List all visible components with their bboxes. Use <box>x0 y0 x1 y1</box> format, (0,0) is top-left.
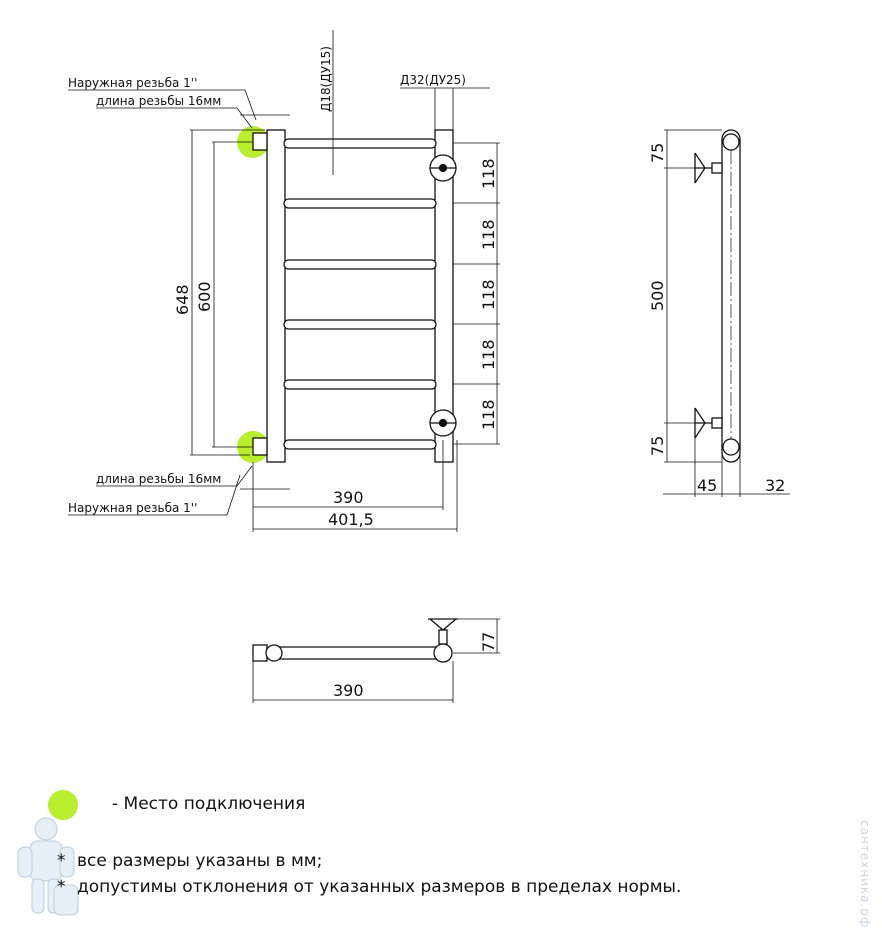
rung <box>283 319 437 330</box>
dim-spacing-2: 118 <box>479 219 498 250</box>
pipe-d18-label: Д18(ДУ15) <box>319 46 333 112</box>
dim-width-390: 390 <box>333 488 364 507</box>
dim-600: 600 <box>195 281 214 312</box>
side-mount-top <box>694 152 723 184</box>
rungs <box>283 138 437 450</box>
legend-connection-text: - Место подключения <box>112 794 306 814</box>
plumber-mascot-icon <box>17 817 79 916</box>
note-2: допустимы отклонения от указанных размер… <box>77 877 682 897</box>
dim-spacing-3: 118 <box>479 279 498 310</box>
dim-bottom-390: 390 <box>333 681 364 700</box>
rung <box>283 379 437 390</box>
thread-length-top-label: длина резьбы 16мм <box>96 94 221 108</box>
top-view <box>252 618 500 703</box>
thread-length-bottom-label: длина резьбы 16мм <box>96 472 221 486</box>
rung <box>283 259 437 270</box>
dim-spacing-5: 118 <box>479 399 498 430</box>
top-connector <box>252 644 268 662</box>
note-bullet-1: * <box>57 851 66 871</box>
dim-width-4015: 401,5 <box>328 510 374 529</box>
rung <box>283 198 437 209</box>
left-post <box>266 129 286 463</box>
thread-connector-top <box>252 132 268 151</box>
dim-side-75-top: 75 <box>648 143 667 163</box>
dim-side-500: 500 <box>648 280 667 311</box>
rung <box>283 138 437 149</box>
dim-648: 648 <box>173 284 192 315</box>
top-mount <box>428 618 458 645</box>
rung-spacing-dims <box>453 142 500 445</box>
front-view <box>68 30 500 532</box>
dim-side-75-bottom: 75 <box>648 436 667 456</box>
right-post <box>434 129 454 463</box>
wall-mount-top <box>429 154 457 182</box>
dim-side-45: 45 <box>697 476 717 495</box>
side-mount-bottom <box>694 407 723 439</box>
thread-top-label: Наружная резьба 1'' <box>68 76 197 90</box>
note-bullet-2: * <box>57 877 66 897</box>
wall-mount-bottom <box>429 409 457 437</box>
dim-spacing-4: 118 <box>479 339 498 370</box>
thread-bottom-label: Наружная резьба 1'' <box>68 501 197 515</box>
legend-connection-dot <box>48 790 78 820</box>
dim-side-32: 32 <box>765 476 785 495</box>
rung <box>283 439 437 450</box>
dim-bottom-77: 77 <box>479 632 498 652</box>
thread-connector-bottom <box>252 437 268 456</box>
note-1: все размеры указаны в мм; <box>77 851 323 871</box>
watermark: сантехника.рф <box>858 820 872 929</box>
top-rung <box>264 646 446 660</box>
dim-spacing-1: 118 <box>479 158 498 189</box>
pipe-d32-label: Д32(ДУ25) <box>400 73 466 87</box>
side-view <box>663 129 790 497</box>
